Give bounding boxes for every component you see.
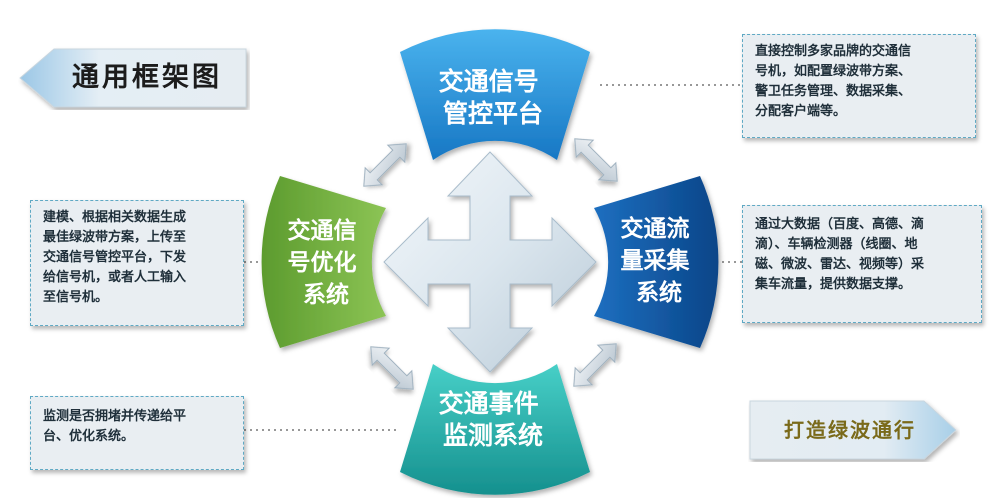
segment-right: [594, 176, 719, 348]
segment-left-line-3: 系统: [303, 281, 349, 308]
segment-right-label: 交通流 量采集 系统: [620, 215, 697, 306]
note-top-right-line-4: 分配客户端等。: [755, 104, 847, 119]
note-top-right: 直接控制多家品牌的交通信 号机，如配置绿波带方案、 警卫任务管理、数据采集、 分…: [742, 34, 976, 138]
double-arrow-top-right: [574, 138, 618, 182]
note-right-line-4: 集车流量，提供数据支撑。: [755, 277, 912, 292]
segment-top-line-1: 交通信号: [439, 67, 539, 96]
note-bottom-left: 监测是否拥堵并传递给平 台、优化系统。: [30, 396, 244, 470]
note-left-line-1: 建模、根据相关数据生成: [43, 210, 187, 225]
note-top-right-line-2: 号机，如配置绿波带方案、: [755, 64, 912, 79]
note-right-line-1: 通过大数据（百度、高德、滴: [755, 217, 925, 232]
slogan-banner: 打造绿波通行: [748, 398, 960, 462]
segment-left-line-2: 号优化: [287, 249, 356, 276]
note-bottom-left-line-2: 台、优化系统。: [43, 429, 135, 444]
double-arrow-bottom-right: [573, 343, 617, 387]
note-right-line-2: 滴）、车辆检测器（线圈、地: [755, 237, 918, 252]
note-left: 建模、根据相关数据生成 最佳绿波带方案，上传至 交通信号管控平台，下发 给信号机…: [30, 200, 244, 326]
segment-bottom-line-2: 监测系统: [443, 421, 543, 450]
segment-bottom: [400, 364, 590, 495]
title-banner-shape: [19, 48, 247, 108]
double-arrow-bottom-left: [370, 346, 414, 390]
segment-bottom-label: 交通事件 监测系统: [439, 389, 548, 450]
center-cross-arrow: [383, 151, 597, 373]
note-left-line-4: 给信号机，或者人工输入: [43, 270, 187, 285]
segment-left: [261, 176, 386, 348]
note-right-line-3: 磁、微波、雷达、视频等）采: [755, 257, 925, 272]
segment-left-line-1: 交通信: [287, 217, 356, 244]
segment-bottom-line-1: 交通事件: [439, 389, 539, 418]
segment-top-label: 交通信号 管控平台: [439, 67, 548, 128]
page-title: 通用框架图: [72, 62, 222, 93]
segment-right-line-1: 交通流: [620, 215, 689, 242]
note-left-line-3: 交通信号管控平台，下发: [43, 250, 187, 265]
title-banner: 通用框架图: [18, 46, 250, 110]
segment-right-line-3: 系统: [636, 279, 682, 306]
slogan-text: 打造绿波通行: [784, 418, 916, 442]
segment-top-line-2: 管控平台: [443, 99, 543, 128]
note-left-line-2: 最佳绿波带方案，上传至: [43, 230, 187, 245]
note-bottom-left-line-1: 监测是否拥堵并传递给平: [43, 409, 187, 424]
note-right: 通过大数据（百度、高德、滴 滴）、车辆检测器（线圈、地 磁、微波、雷达、视频等）…: [742, 205, 982, 323]
note-top-right-line-3: 警卫任务管理、数据采集、: [755, 84, 912, 99]
slogan-banner-shape: [749, 400, 957, 460]
segment-right-line-2: 量采集: [620, 247, 690, 274]
double-arrow-top-left: [363, 143, 407, 187]
note-left-line-5: 至信号机。: [43, 290, 109, 305]
note-top-right-line-1: 直接控制多家品牌的交通信: [755, 44, 912, 59]
segment-left-label: 交通信 号优化 系统: [287, 217, 364, 308]
segment-top: [400, 29, 590, 161]
